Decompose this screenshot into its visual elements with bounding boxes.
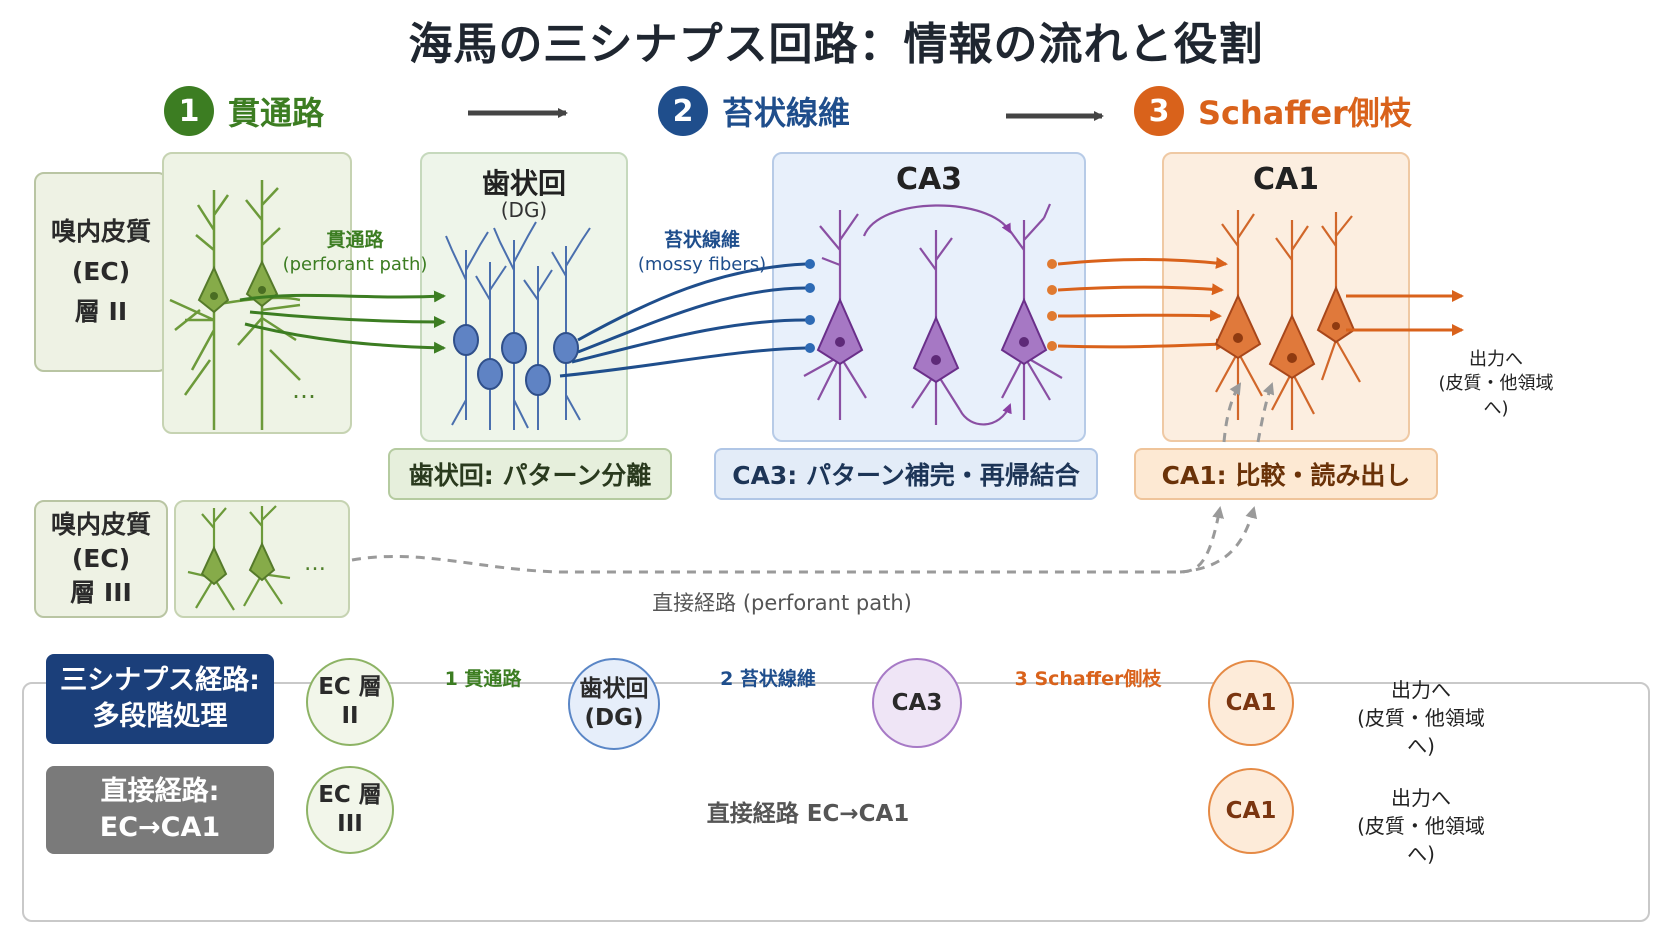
ec-layer3-layer: 層 III bbox=[70, 577, 132, 607]
dg-abbr: (DG) bbox=[500, 198, 548, 222]
step-3-number: 3 bbox=[1134, 86, 1184, 136]
mossy-fiber-arrows bbox=[559, 262, 807, 378]
ec-layer3-neurons bbox=[187, 505, 291, 611]
direct-tag-line2: EC→CA1 bbox=[99, 812, 221, 843]
summary-dg-line1: 歯状回 bbox=[579, 676, 649, 703]
step-3-header: 3 Schaffer側枝 bbox=[1134, 86, 1412, 136]
schaffer-collateral-arrows bbox=[1057, 256, 1228, 351]
ca1-output-arrows bbox=[1346, 290, 1464, 336]
summary-box bbox=[22, 682, 1650, 922]
ec-layer2-somata bbox=[197, 259, 279, 314]
ec-layer3-somata bbox=[200, 541, 276, 586]
step-1-header: 1 貫通路 bbox=[164, 86, 324, 136]
ca3-title: CA3 bbox=[895, 162, 963, 197]
output-label-line2: (皮質・他領域へ) bbox=[1438, 373, 1554, 419]
summary-ec-layer2: EC 層 II bbox=[306, 658, 394, 746]
dg-title: 歯状回 bbox=[481, 167, 566, 200]
dg-role-box: 歯状回: パターン分離 bbox=[388, 448, 672, 500]
summary-output-1-line2: (皮質・他領域へ) bbox=[1357, 706, 1485, 758]
schaffer-collateral-boutons bbox=[1047, 259, 1057, 351]
summary-output-1-line1: 出力へ bbox=[1391, 678, 1451, 702]
dg-granule-somata bbox=[453, 324, 579, 396]
perforant-label-en: (perforant path) bbox=[283, 254, 428, 275]
summary-ca3: CA3 bbox=[872, 658, 962, 748]
ec-layer3-abbr: (EC) bbox=[71, 544, 131, 574]
ec-layer2-abbr: (EC) bbox=[71, 257, 131, 286]
step-3-label: Schaffer側枝 bbox=[1198, 94, 1412, 132]
ca1-title: CA1 bbox=[1252, 162, 1320, 197]
ec-layer2-box: 嗅内皮質 (EC) 層 II bbox=[34, 172, 168, 372]
perforant-path-arrows bbox=[239, 290, 446, 354]
ca1-nuclei bbox=[1233, 322, 1340, 363]
mossy-label-en: (mossy fibers) bbox=[638, 254, 766, 275]
ec-layer2-layer: 層 II bbox=[74, 297, 128, 326]
trisynaptic-tag-line1: 三シナプス経路: bbox=[60, 664, 260, 696]
perforant-label-jp: 貫通路 bbox=[326, 228, 384, 251]
ec-layer2-name: 嗅内皮質 bbox=[50, 217, 151, 246]
ec-layer3-more-dots: … bbox=[304, 551, 326, 576]
summary-output-2: 出力へ (皮質・他領域へ) bbox=[1348, 784, 1494, 868]
ec-layer3-box: 嗅内皮質 (EC) 層 III bbox=[34, 500, 168, 618]
ca3-role-box: CA3: パターン補完・再帰結合 bbox=[714, 448, 1098, 500]
step-1-number: 1 bbox=[164, 86, 214, 136]
trisynaptic-tag: 三シナプス経路: 多段階処理 bbox=[46, 654, 274, 744]
summary-direct-label: 直接経路 EC→CA1 bbox=[706, 801, 910, 827]
ec-layer2-neurons bbox=[169, 180, 301, 430]
ca1-pyramidal-somata bbox=[1214, 285, 1356, 380]
mossy-label-jp: 苔状線維 bbox=[664, 228, 740, 251]
step-2-label: 苔状線維 bbox=[722, 94, 851, 132]
summary-arrow-3-label: 3 Schaffer側枝 bbox=[1014, 668, 1162, 690]
step-1-label: 貫通路 bbox=[228, 94, 325, 132]
summary-dg: 歯状回 (DG) bbox=[568, 658, 660, 750]
ca1-role-box: CA1: 比較・読み出し bbox=[1134, 448, 1438, 500]
step-2-header: 2 苔状線維 bbox=[658, 86, 850, 136]
ca1-pyramidal-cells bbox=[1215, 210, 1361, 430]
summary-arrow-2-label: 2 苔状線維 bbox=[720, 668, 816, 690]
output-label-line1: 出力へ bbox=[1469, 349, 1523, 370]
direct-tag-line1: 直接経路: bbox=[100, 775, 220, 807]
ec-layer2-more-dots: … bbox=[292, 376, 316, 404]
output-label: 出力へ (皮質・他領域へ) bbox=[1426, 348, 1566, 421]
ca3-panel: CA3 bbox=[772, 152, 1086, 442]
mossy-fiber-boutons bbox=[805, 259, 815, 353]
summary-output-2-line2: (皮質・他領域へ) bbox=[1357, 814, 1485, 866]
dg-granule-cells bbox=[445, 221, 591, 430]
ca3-pyramidal-somata bbox=[816, 297, 1048, 384]
summary-ca1-direct: CA1 bbox=[1208, 768, 1294, 854]
summary-arrow-1-label: 1 貫通路 bbox=[444, 668, 522, 690]
summary-ca1: CA1 bbox=[1208, 660, 1294, 746]
direct-tag: 直接経路: EC→CA1 bbox=[46, 766, 274, 854]
ca3-nuclei bbox=[835, 337, 1029, 365]
summary-output-1: 出力へ (皮質・他領域へ) bbox=[1348, 676, 1494, 760]
direct-pathway-arrows bbox=[351, 382, 1275, 574]
summary-dg-line2: (DG) bbox=[584, 705, 644, 731]
summary-ec-layer3: EC 層 III bbox=[306, 766, 394, 854]
dg-panel: 歯状回 (DG) bbox=[420, 152, 628, 442]
summary-output-2-line1: 出力へ bbox=[1391, 786, 1451, 810]
trisynaptic-tag-line2: 多段階処理 bbox=[92, 701, 228, 732]
direct-pathway-label: 直接経路 (perforant path) bbox=[652, 591, 912, 615]
ec-layer3-name: 嗅内皮質 bbox=[50, 510, 151, 540]
step-2-number: 2 bbox=[658, 86, 708, 136]
page-title: 海馬の三シナプス回路：情報の流れと役割 bbox=[408, 19, 1264, 70]
